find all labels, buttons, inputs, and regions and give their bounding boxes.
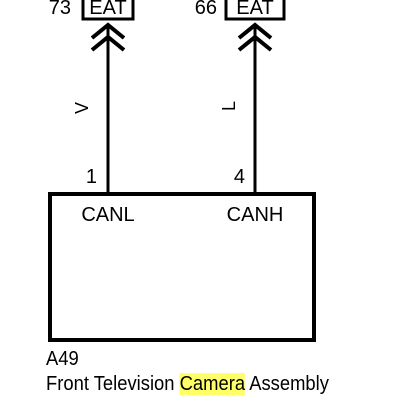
connector-right-number: 66 bbox=[195, 0, 217, 19]
connector-right-box bbox=[224, 0, 286, 21]
component-name-prefix: Front Television bbox=[46, 373, 180, 395]
pin-left-number: 1 bbox=[86, 166, 97, 188]
connector-left-label: EAT bbox=[89, 0, 126, 19]
connector-left-number: 73 bbox=[49, 0, 71, 19]
wire-right-color-code: L bbox=[219, 101, 239, 111]
wire-left-color-code: V bbox=[72, 102, 92, 114]
connector-left: 73 EAT bbox=[49, 0, 135, 52]
component-name-label: Front Television Camera Assembly bbox=[46, 373, 329, 395]
connector-right-label: EAT bbox=[236, 0, 273, 19]
connector-right-chevron-1 bbox=[237, 22, 273, 40]
component-ref-label: A49 bbox=[46, 348, 79, 370]
pin-right-number: 4 bbox=[234, 166, 245, 188]
signal-left-label: CANL bbox=[81, 204, 134, 226]
signal-right-label: CANH bbox=[227, 204, 284, 226]
connector-right: 66 EAT bbox=[195, 0, 286, 52]
component-box bbox=[48, 192, 316, 342]
component-name-highlight: Camera bbox=[179, 373, 246, 395]
connector-left-box bbox=[81, 0, 135, 21]
connector-left-chevron-1 bbox=[90, 22, 126, 40]
component-name-suffix: Assembly bbox=[245, 373, 329, 395]
